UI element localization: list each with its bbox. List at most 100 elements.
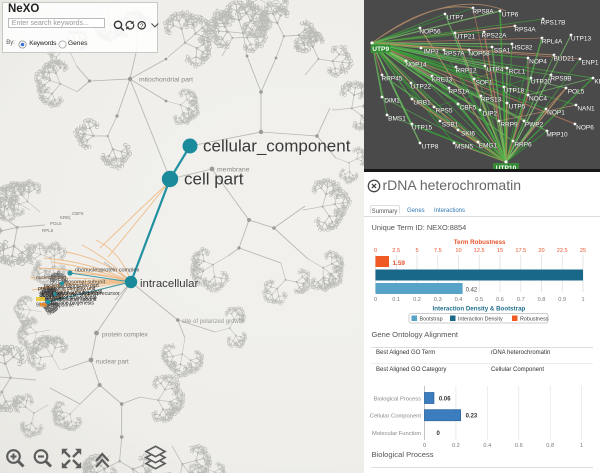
svg-text:UTP6: UTP6 <box>502 12 519 19</box>
svg-text:SSA1: SSA1 <box>494 48 511 55</box>
svg-text:CBF5: CBF5 <box>460 105 477 112</box>
svg-text:UTP13: UTP13 <box>571 36 592 43</box>
svg-text:URB1: URB1 <box>413 100 431 107</box>
svg-text:PWP2: PWP2 <box>525 122 544 129</box>
svg-text:RPS13: RPS13 <box>481 97 502 104</box>
svg-text:cellular_component: cellular_component <box>203 137 351 156</box>
svg-text:0: 0 <box>437 431 441 437</box>
svg-text:KRE33: KRE33 <box>432 77 453 84</box>
svg-text:15: 15 <box>497 248 503 254</box>
svg-text:NOP4: NOP4 <box>529 59 547 66</box>
svg-text:Interaction Density: Interaction Density <box>458 317 503 323</box>
svg-text:intracellular: intracellular <box>140 278 198 290</box>
svg-text:UTP15: UTP15 <box>412 125 433 132</box>
svg-text:protein complex: protein complex <box>102 332 149 339</box>
svg-text:membrane: membrane <box>217 167 250 174</box>
svg-text:preribosome complex unit: preribosome complex unit <box>38 286 96 292</box>
svg-text:0.06: 0.06 <box>439 397 451 403</box>
svg-text:0.23: 0.23 <box>466 414 478 420</box>
svg-text:UTP8: UTP8 <box>422 144 439 151</box>
svg-text:MPP10: MPP10 <box>546 132 568 139</box>
svg-text:90S preribosome snoRNP: 90S preribosome snoRNP <box>40 293 99 299</box>
svg-text:RPS22A: RPS22A <box>482 33 508 40</box>
svg-text:SOF1: SOF1 <box>476 80 493 87</box>
svg-text:UTP5: UTP5 <box>509 104 526 111</box>
svg-text:Molecular Function: Molecular Function <box>372 431 421 437</box>
svg-text:RPS9B: RPS9B <box>550 76 571 83</box>
svg-text:0: 0 <box>374 248 377 254</box>
svg-text:0.4: 0.4 <box>455 297 463 303</box>
svg-text:RCL1: RCL1 <box>509 69 526 76</box>
svg-text:nucleolar part: nucleolar part <box>36 275 67 281</box>
svg-text:22.5: 22.5 <box>557 248 568 254</box>
svg-text:RRP9: RRP9 <box>500 122 518 129</box>
svg-text:RPS5: RPS5 <box>436 108 453 115</box>
svg-text:HSC82: HSC82 <box>512 45 533 52</box>
svg-text:5: 5 <box>415 248 418 254</box>
svg-text:NOC4: NOC4 <box>529 96 547 103</box>
svg-text:SSB1: SSB1 <box>442 122 459 129</box>
svg-text:ribosomal subunit precursor: ribosomal subunit precursor <box>52 291 120 297</box>
svg-text:1: 1 <box>581 297 584 303</box>
svg-text:BMS1: BMS1 <box>388 116 406 123</box>
svg-text:UTP10: UTP10 <box>496 165 517 172</box>
svg-text:cell part: cell part <box>184 170 244 189</box>
svg-text:SKI6: SKI6 <box>461 131 475 138</box>
svg-text:Interaction Density & Bootstra: Interaction Density & Bootstrap <box>432 306 525 313</box>
svg-text:CBF5: CBF5 <box>72 211 84 216</box>
svg-text:2.5: 2.5 <box>392 248 400 254</box>
svg-text:POL5: POL5 <box>50 221 62 226</box>
svg-text:site of polarized growth: site of polarized growth <box>182 319 244 325</box>
svg-text:RPS8A: RPS8A <box>472 9 494 16</box>
svg-text:nucleolar ribonucleo part: nucleolar ribonucleo part <box>44 283 99 289</box>
svg-text:0.5: 0.5 <box>475 297 483 303</box>
svg-text:RPL4A: RPL4A <box>542 39 563 46</box>
svg-text:NOP1: NOP1 <box>547 110 565 117</box>
svg-text:0.4: 0.4 <box>483 443 491 449</box>
svg-text:Biological Process: Biological Process <box>374 397 421 403</box>
svg-text:RRP6: RRP6 <box>514 142 532 149</box>
svg-text:KRE(: KRE( <box>60 215 71 220</box>
svg-text:UTP18: UTP18 <box>504 88 525 95</box>
svg-text:UTP4: UTP4 <box>487 67 504 74</box>
svg-text:nuclear part: nuclear part <box>96 359 129 366</box>
svg-text:0: 0 <box>423 443 426 449</box>
svg-text:MSN5: MSN5 <box>455 144 473 151</box>
svg-text:IMP3: IMP3 <box>423 49 439 56</box>
svg-text:Cellular Component: Cellular Component <box>370 414 422 420</box>
svg-text:mitochondrial part: mitochondrial part <box>139 77 193 84</box>
svg-text:7.5: 7.5 <box>434 248 442 254</box>
svg-text:0.6: 0.6 <box>515 443 523 449</box>
svg-text:ribosomal subunit: ribosomal subunit <box>62 280 106 286</box>
svg-text:10: 10 <box>455 248 461 254</box>
svg-text:1: 1 <box>580 443 583 449</box>
svg-text:0.3: 0.3 <box>434 297 442 303</box>
svg-text:Robustness: Robustness <box>520 317 549 323</box>
svg-text:UTP21: UTP21 <box>455 34 476 41</box>
svg-text:90S preribosome: 90S preribosome <box>36 303 74 309</box>
svg-text:small subunit processome: small subunit processome <box>39 296 97 302</box>
svg-text:UTP9: UTP9 <box>372 46 389 53</box>
svg-text:BUD21: BUD21 <box>554 56 575 63</box>
svg-text:0.2: 0.2 <box>413 297 421 303</box>
svg-text:ribosome biogenesis: ribosome biogenesis <box>48 301 94 307</box>
svg-text:20: 20 <box>538 248 544 254</box>
svg-text:Bootstrap: Bootstrap <box>420 317 443 323</box>
svg-text:17.5: 17.5 <box>515 248 526 254</box>
svg-text:RRP45: RRP45 <box>382 76 403 83</box>
svg-text:KRR1: KRR1 <box>594 79 600 86</box>
svg-text:DIM1: DIM1 <box>384 98 400 105</box>
svg-text:1.59: 1.59 <box>393 260 406 267</box>
svg-text:RPS17B: RPS17B <box>541 20 566 27</box>
svg-text:NOP58: NOP58 <box>468 51 490 58</box>
svg-text:processome complex small: processome complex small <box>42 290 102 296</box>
svg-text:12.5: 12.5 <box>474 248 485 254</box>
svg-text:UTP7: UTP7 <box>447 15 464 22</box>
svg-text:RPS7A: RPS7A <box>443 51 465 58</box>
svg-text:0.42: 0.42 <box>466 288 478 294</box>
svg-text:RPS1A: RPS1A <box>448 89 470 96</box>
svg-text:NOP6: NOP6 <box>576 125 594 132</box>
svg-text:0.2: 0.2 <box>452 443 460 449</box>
svg-text:NOP56: NOP56 <box>419 29 441 36</box>
svg-text:UTP22: UTP22 <box>411 84 432 91</box>
